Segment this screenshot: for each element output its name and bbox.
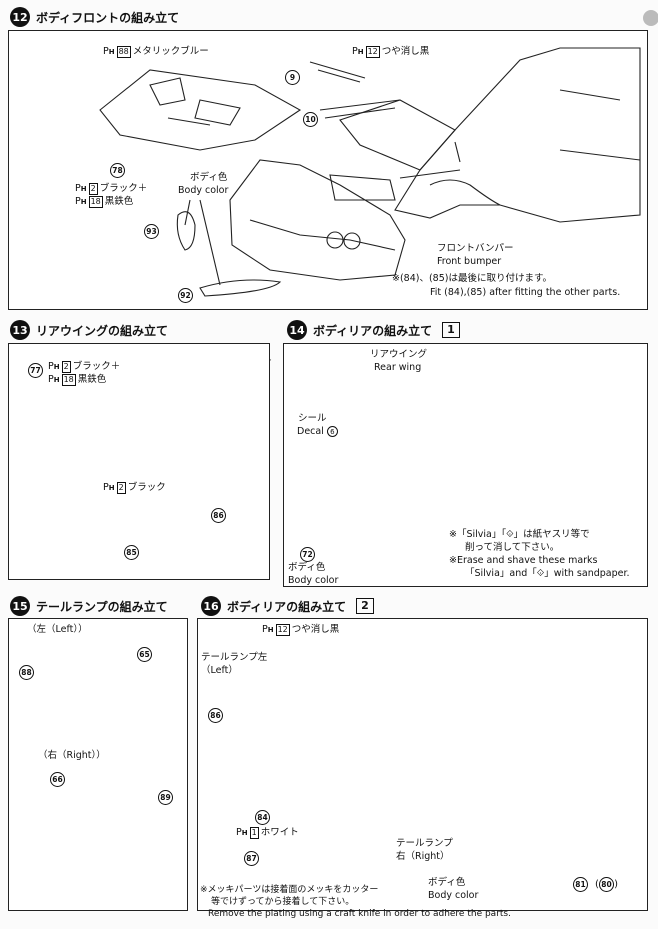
body-color-en-16: Body color bbox=[428, 890, 479, 901]
part-number-77: 77 bbox=[28, 363, 43, 378]
step-15-header: 15 テールランプの組み立て bbox=[10, 596, 168, 616]
part-number-86: 86 bbox=[211, 508, 226, 523]
part-number-85: 85 bbox=[124, 545, 139, 560]
erase-note-jp-1: ※「Silvia」「⟐」は紙ヤスリ等で bbox=[449, 529, 590, 540]
tail-lamp-right-jp: テールランプ bbox=[396, 838, 453, 849]
step-number: 14 bbox=[287, 320, 307, 340]
part-number-10: 10 bbox=[303, 112, 318, 127]
tail-lamp-left-en: （Left） bbox=[201, 665, 238, 676]
decal-jp: シール bbox=[298, 413, 327, 424]
decal-en: Decal 6 bbox=[297, 426, 338, 438]
front-note-en: Fit (84),(85) after fitting the other pa… bbox=[430, 287, 621, 298]
plating-note-en: Remove the plating using a craft knife i… bbox=[208, 909, 511, 919]
front-bumper-part bbox=[229, 159, 406, 281]
page-edge-mark bbox=[643, 10, 658, 26]
right-label: （右（Right）） bbox=[38, 750, 106, 761]
part-number-89: 89 bbox=[158, 790, 173, 805]
part-number-72: 72 bbox=[300, 547, 315, 562]
step-number: 16 bbox=[201, 596, 221, 616]
hood-part bbox=[99, 69, 302, 151]
step-number: 13 bbox=[10, 320, 30, 340]
body-color-en-14: Body color bbox=[288, 575, 339, 586]
body-color-jp-14: ボディ色 bbox=[288, 562, 326, 573]
step-title: ボディフロントの組み立て bbox=[36, 10, 180, 25]
rear-wing-jp: リアウイング bbox=[370, 349, 428, 360]
erase-note-en-1: ※Erase and shave these marks bbox=[449, 555, 598, 566]
front-bumper-en: Front bumper bbox=[437, 256, 502, 267]
decal-number: 6 bbox=[326, 426, 338, 437]
part-number-80: 80 bbox=[595, 877, 618, 892]
step-15-panel bbox=[8, 618, 188, 911]
step-number: 12 bbox=[10, 7, 30, 27]
side-lip-93 bbox=[176, 211, 196, 251]
tail-lamp-right-en: 右（Right） bbox=[396, 851, 450, 862]
front-note-jp: ※(84)、(85)は最後に取り付けます。 bbox=[392, 273, 553, 284]
body-color-jp-16: ボディ色 bbox=[428, 877, 466, 888]
part-number-9: 9 bbox=[285, 70, 300, 85]
erase-note-jp-2: 削って消して下さい。 bbox=[465, 542, 560, 553]
step-16-header: 16 ボディリアの組み立て 2 bbox=[201, 596, 374, 616]
step-title: リアウイングの組み立て bbox=[36, 323, 169, 338]
plating-note-jp-1: ※メッキパーツは接着面のメッキをカッター bbox=[200, 885, 379, 895]
step-13-header: 13 リアウイングの組み立て bbox=[10, 320, 168, 340]
body-color-jp-12: ボディ色 bbox=[190, 172, 228, 183]
erase-note-en-2: 「Silvia」and「⟐」with sandpaper. bbox=[465, 568, 630, 579]
lip-92 bbox=[199, 279, 282, 297]
part-number-88: 88 bbox=[19, 665, 34, 680]
step-14-header: 14 ボディリアの組み立て 1 bbox=[287, 320, 460, 340]
part-number-78: 78 bbox=[110, 163, 125, 178]
step-14-panel bbox=[283, 343, 648, 587]
step-13-panel bbox=[8, 343, 270, 580]
step-number: 15 bbox=[10, 596, 30, 616]
step-12-header: 12 ボディフロントの組み立て bbox=[10, 7, 179, 27]
step-16-panel bbox=[197, 618, 648, 911]
front-bumper-jp: フロントバンパー bbox=[437, 243, 514, 254]
part-number-92: 92 bbox=[178, 288, 193, 303]
left-label: （左（Left）） bbox=[27, 624, 88, 635]
part-number-65: 65 bbox=[137, 647, 152, 662]
part-number-93: 93 bbox=[144, 224, 159, 239]
plating-note-jp-2: 等でけずってから接着して下さい。 bbox=[211, 897, 355, 907]
step-sub-number: 1 bbox=[442, 322, 460, 338]
part-number-81: 81 bbox=[573, 877, 588, 892]
part-number-86-b: 86 bbox=[208, 708, 223, 723]
step-sub-number: 2 bbox=[356, 598, 374, 614]
part-number-87: 87 bbox=[244, 851, 259, 866]
part-number-84: 84 bbox=[255, 810, 270, 825]
body-color-en-12: Body color bbox=[178, 185, 229, 196]
tail-lamp-left-jp: テールランプ左 bbox=[201, 652, 268, 663]
car-body-front bbox=[394, 47, 641, 223]
rear-wing-en: Rear wing bbox=[374, 362, 422, 373]
step-title: テールランプの組み立て bbox=[36, 599, 168, 614]
part-number-66: 66 bbox=[50, 772, 65, 787]
step-title: ボディリアの組み立て bbox=[227, 599, 347, 614]
step-title: ボディリアの組み立て bbox=[313, 323, 433, 338]
